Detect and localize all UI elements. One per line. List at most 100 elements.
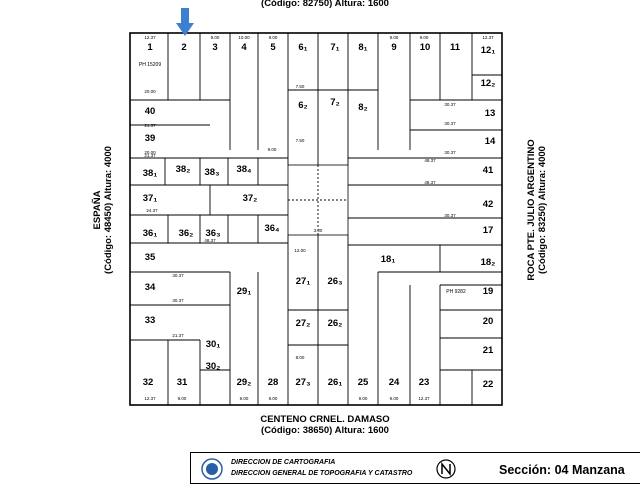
parcel-label: 24 xyxy=(389,377,400,388)
dimension-label: 12.37 xyxy=(144,35,156,40)
dimension-label: 48.37 xyxy=(204,238,216,243)
dimension-label: 8.00 xyxy=(296,355,305,360)
parcel-label: 26₁ xyxy=(328,377,343,388)
parcel-label: 11 xyxy=(450,42,461,53)
dimension-label: 9.00 xyxy=(240,396,249,401)
parcel-label: 28 xyxy=(268,377,279,388)
dimension-label: 12.37 xyxy=(418,396,430,401)
parcel-label: 33 xyxy=(145,315,156,326)
parcel-label: 42 xyxy=(483,199,494,210)
street-right-name: ROCA PTE. JULIO ARGENTINO xyxy=(526,139,537,281)
dimension-label: 24.37 xyxy=(146,208,158,213)
footer-line-2: DIRECCION GENERAL DE TOPOGRAFIA Y CATAST… xyxy=(231,470,413,477)
parcel-label: 38₃ xyxy=(205,167,220,178)
dimension-label: 9.00 xyxy=(178,396,187,401)
compass-icon xyxy=(436,459,456,479)
parcel-label: 40 xyxy=(145,106,156,117)
parcel-label: 7₂ xyxy=(330,97,340,108)
dimension-label: 20.00 xyxy=(144,150,156,155)
ph-note: PH 15209 xyxy=(139,62,161,68)
dimension-label: 21.37 xyxy=(144,153,156,158)
dimension-label: 48.37 xyxy=(424,180,436,185)
parcel-label: 34 xyxy=(145,282,156,293)
parcel-label: 38₄ xyxy=(236,164,252,175)
parcel-label: 27₂ xyxy=(296,318,311,329)
dimension-label: 7.50 xyxy=(296,84,305,89)
parcel-label: 32 xyxy=(143,377,154,388)
parcel-label: 17 xyxy=(483,225,494,236)
street-bottom-name: CENTENO CRNEL. DAMASO xyxy=(260,414,390,425)
down-arrow-icon xyxy=(176,8,194,36)
dimension-label: 12.37 xyxy=(144,396,156,401)
ph-note: PH 9282 xyxy=(446,289,466,295)
parcel-label: 36₄ xyxy=(264,223,280,234)
dimension-label: 30.37 xyxy=(172,273,184,278)
dimension-label: 48.37 xyxy=(424,158,436,163)
dimension-label: 21.37 xyxy=(144,123,156,128)
dimension-label: 20.00 xyxy=(144,89,156,94)
parcel-label: 18₁ xyxy=(381,254,396,265)
parcel-label: 39 xyxy=(145,133,156,144)
parcel-label: 35 xyxy=(145,252,156,263)
parcel-label: 14 xyxy=(485,136,496,147)
parcel-label: 36₂ xyxy=(179,228,194,239)
parcel-label: 6₁ xyxy=(298,42,307,53)
dimension-label: 30.37 xyxy=(444,121,456,126)
street-left-name: ESPAÑA xyxy=(92,190,103,230)
parcel-label: 29₁ xyxy=(237,286,252,297)
parcel-label: 38₂ xyxy=(176,164,191,175)
dimension-label: 3.00 xyxy=(314,228,323,233)
dimension-label: 30.37 xyxy=(172,298,184,303)
parcel-label: 38₁ xyxy=(143,168,158,179)
parcel-label: 29₂ xyxy=(237,377,252,388)
parcel-label: 10 xyxy=(420,42,431,53)
parcel-label: 21 xyxy=(483,345,494,356)
parcel-label: 36₃ xyxy=(206,228,221,239)
parcel-label: 12₁ xyxy=(481,45,496,56)
street-bottom-code: (Código: 38650) Altura: 1600 xyxy=(261,425,389,436)
parcel-label: 6₂ xyxy=(298,100,308,111)
parcel-label: 31 xyxy=(177,377,188,388)
parcel-label: 37₁ xyxy=(143,193,158,204)
parcel-label: 8₁ xyxy=(358,42,367,53)
footer-line-1: DIRECCION DE CARTOGRAFIA xyxy=(231,459,336,466)
dimension-label: 21.37 xyxy=(172,333,184,338)
parcel-label: 4 xyxy=(241,42,247,53)
parcel-label: 2 xyxy=(181,42,186,53)
dimension-label: 9.00 xyxy=(390,396,399,401)
dimension-label: 30.37 xyxy=(444,150,456,155)
title-block: DIRECCION DE CARTOGRAFIA DIRECCION GENER… xyxy=(190,452,640,484)
street-left: ESPAÑA (Código: 48450) Altura: 4000 xyxy=(92,146,114,274)
parcel-label: 36₁ xyxy=(143,228,158,239)
dimension-label: 9.00 xyxy=(211,35,220,40)
parcel-lines xyxy=(130,33,502,405)
dimension-label: 9.00 xyxy=(269,396,278,401)
parcel-label: 26₂ xyxy=(328,318,343,329)
parcel-label: 26₃ xyxy=(328,276,343,287)
parcel-label: 27₃ xyxy=(296,377,311,388)
dimension-label: 9.00 xyxy=(420,35,429,40)
parcel-label: 20 xyxy=(483,316,494,327)
parcel-label: 3 xyxy=(212,42,217,53)
parcel-label: 30₁ xyxy=(206,339,221,350)
dimension-label: 30.37 xyxy=(444,102,456,107)
dimension-label: 9.00 xyxy=(268,147,277,152)
parcel-label: 13 xyxy=(485,108,496,119)
parcel-label: 23 xyxy=(419,377,430,388)
parcel-label: 5 xyxy=(270,42,276,53)
street-right: ROCA PTE. JULIO ARGENTINO (Código: 83250… xyxy=(526,139,548,280)
parcel-label: 12₂ xyxy=(481,78,496,89)
dimension-label: 9.00 xyxy=(359,396,368,401)
dimension-label: 9.00 xyxy=(269,35,278,40)
parcel-label: 27₁ xyxy=(296,276,311,287)
street-top: (Código: 82750) Altura: 1600 xyxy=(200,0,450,9)
block-outline xyxy=(129,32,503,406)
parcel-label: 25 xyxy=(358,377,369,388)
dimension-label: 30.37 xyxy=(444,213,456,218)
parcel-label: 22 xyxy=(483,379,494,390)
dimension-label: 9.00 xyxy=(390,35,399,40)
street-left-code: (Código: 48450) Altura: 4000 xyxy=(103,146,114,274)
street-bottom: CENTENO CRNEL. DAMASO (Código: 38650) Al… xyxy=(200,414,450,436)
parcel-label: 8₂ xyxy=(358,102,368,113)
